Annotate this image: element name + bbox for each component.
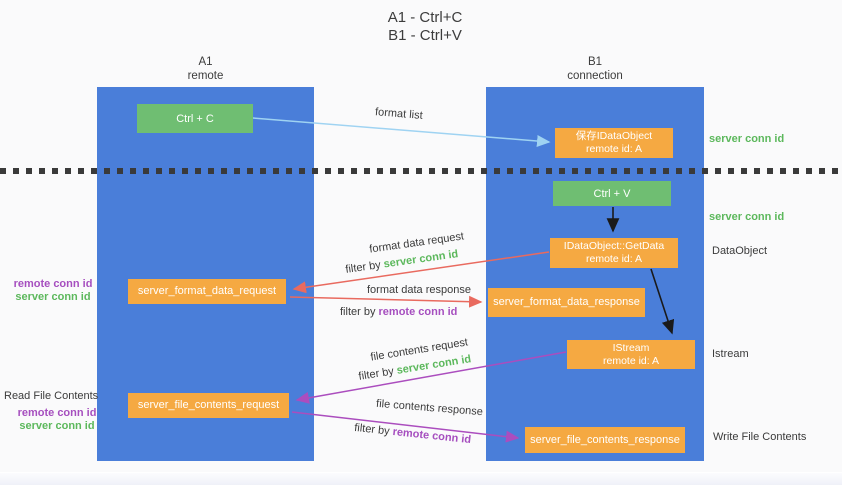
save-dataobject-line2: remote id: A bbox=[585, 143, 643, 155]
column-header-a1-remote: A1 remote bbox=[97, 55, 314, 83]
title-line-1: A1 - Ctrl+C bbox=[387, 9, 463, 26]
format-data-response-label: format data response bbox=[367, 284, 471, 296]
left-header-id: A1 bbox=[198, 56, 213, 68]
file-contents-response-text: file contents response bbox=[375, 397, 484, 419]
right-header-role: connection bbox=[567, 70, 623, 82]
window-bottom-edge bbox=[0, 472, 842, 485]
format-request-label: server_format_data_request bbox=[137, 285, 277, 297]
column-header-b1-connection: B1 connection bbox=[486, 55, 704, 83]
server-conn-id-annotation: server conn id bbox=[19, 420, 95, 432]
file-contents-response-label: file contents response bbox=[376, 398, 484, 418]
server-format-data-request-node: server_format_data_request bbox=[128, 279, 286, 304]
filter-by-server-conn-id-label-1: filter by server conn id bbox=[345, 248, 459, 276]
dataobject-annotation: DataObject bbox=[712, 245, 767, 257]
left-header-role: remote bbox=[187, 70, 224, 82]
format-list-label: format list bbox=[375, 106, 423, 122]
istream-line1: IStream bbox=[612, 341, 650, 354]
format-response-label: server_format_data_response bbox=[493, 296, 640, 308]
server-format-data-response-node: server_format_data_response bbox=[488, 288, 645, 317]
ctrl-v-label: Ctrl + V bbox=[593, 187, 631, 200]
getdata-line1: IDataObject::GetData bbox=[563, 240, 665, 252]
arrow-format-data-response bbox=[289, 295, 483, 308]
server-conn-id-text: server conn id bbox=[709, 133, 785, 145]
read-file-contents-text: Read File Contents bbox=[4, 390, 99, 402]
left-conn-id-pair-top: remote conn id server conn id bbox=[10, 278, 96, 304]
format-data-response-text: format data response bbox=[367, 284, 471, 296]
write-file-contents-text: Write File Contents bbox=[713, 431, 807, 443]
server-conn-id-text: server conn id bbox=[709, 211, 785, 223]
remote-conn-id-annotation: remote conn id bbox=[13, 278, 93, 290]
remote-conn-id-text: remote conn id bbox=[392, 425, 472, 447]
ctrl-c-label: Ctrl + C bbox=[176, 112, 214, 125]
server-conn-id-annotation-right-1: server conn id bbox=[709, 133, 784, 145]
save-dataobject-node: 保存IDataObject remote id: A bbox=[555, 128, 673, 158]
getdata-node: IDataObject::GetData remote id: A bbox=[550, 238, 678, 268]
save-dataobject-line1: 保存IDataObject bbox=[575, 130, 653, 142]
filter-by-text: filter by bbox=[344, 259, 382, 276]
ctrl-c-node: Ctrl + C bbox=[137, 104, 253, 133]
read-file-contents-label: Read File Contents bbox=[4, 390, 98, 402]
server-file-contents-response-node: server_file_contents_response bbox=[525, 427, 685, 453]
remote-conn-id-annotation: remote conn id bbox=[17, 407, 97, 419]
filter-by-text: filter by bbox=[357, 365, 395, 383]
server-file-contents-request-node: server_file_contents_request bbox=[128, 393, 289, 418]
filter-by-remote-conn-id-label-2: filter by remote conn id bbox=[354, 422, 472, 446]
server-conn-id-annotation: server conn id bbox=[15, 291, 91, 303]
istream-text: Istream bbox=[712, 348, 749, 360]
remote-conn-id-text: remote conn id bbox=[378, 306, 458, 318]
filter-by-text: filter by bbox=[353, 421, 391, 438]
write-file-contents-label: Write File Contents bbox=[713, 431, 806, 443]
file-response-label: server_file_contents_response bbox=[530, 433, 680, 446]
server-conn-id-annotation-right-2: server conn id bbox=[709, 211, 784, 223]
file-request-label: server_file_contents_request bbox=[137, 399, 280, 411]
right-header-id: B1 bbox=[587, 56, 603, 68]
left-conn-id-pair-bottom: remote conn id server conn id bbox=[14, 407, 100, 433]
istream-annotation: Istream bbox=[712, 348, 749, 360]
getdata-line2: remote id: A bbox=[585, 253, 643, 265]
dataobject-text: DataObject bbox=[712, 245, 768, 257]
ctrl-v-node: Ctrl + V bbox=[553, 181, 671, 206]
format-list-text: format list bbox=[374, 106, 424, 122]
machine-boundary-dashed-line bbox=[0, 168, 842, 174]
filter-by-remote-conn-id-label-1: filter by remote conn id bbox=[340, 306, 457, 318]
istream-node: IStream remote id: A bbox=[567, 340, 695, 369]
diagram-title: A1 - Ctrl+C B1 - Ctrl+V bbox=[300, 9, 550, 45]
istream-line2: remote id: A bbox=[602, 354, 660, 367]
title-line-2: B1 - Ctrl+V bbox=[388, 27, 462, 44]
filter-by-text: filter by bbox=[340, 306, 376, 318]
